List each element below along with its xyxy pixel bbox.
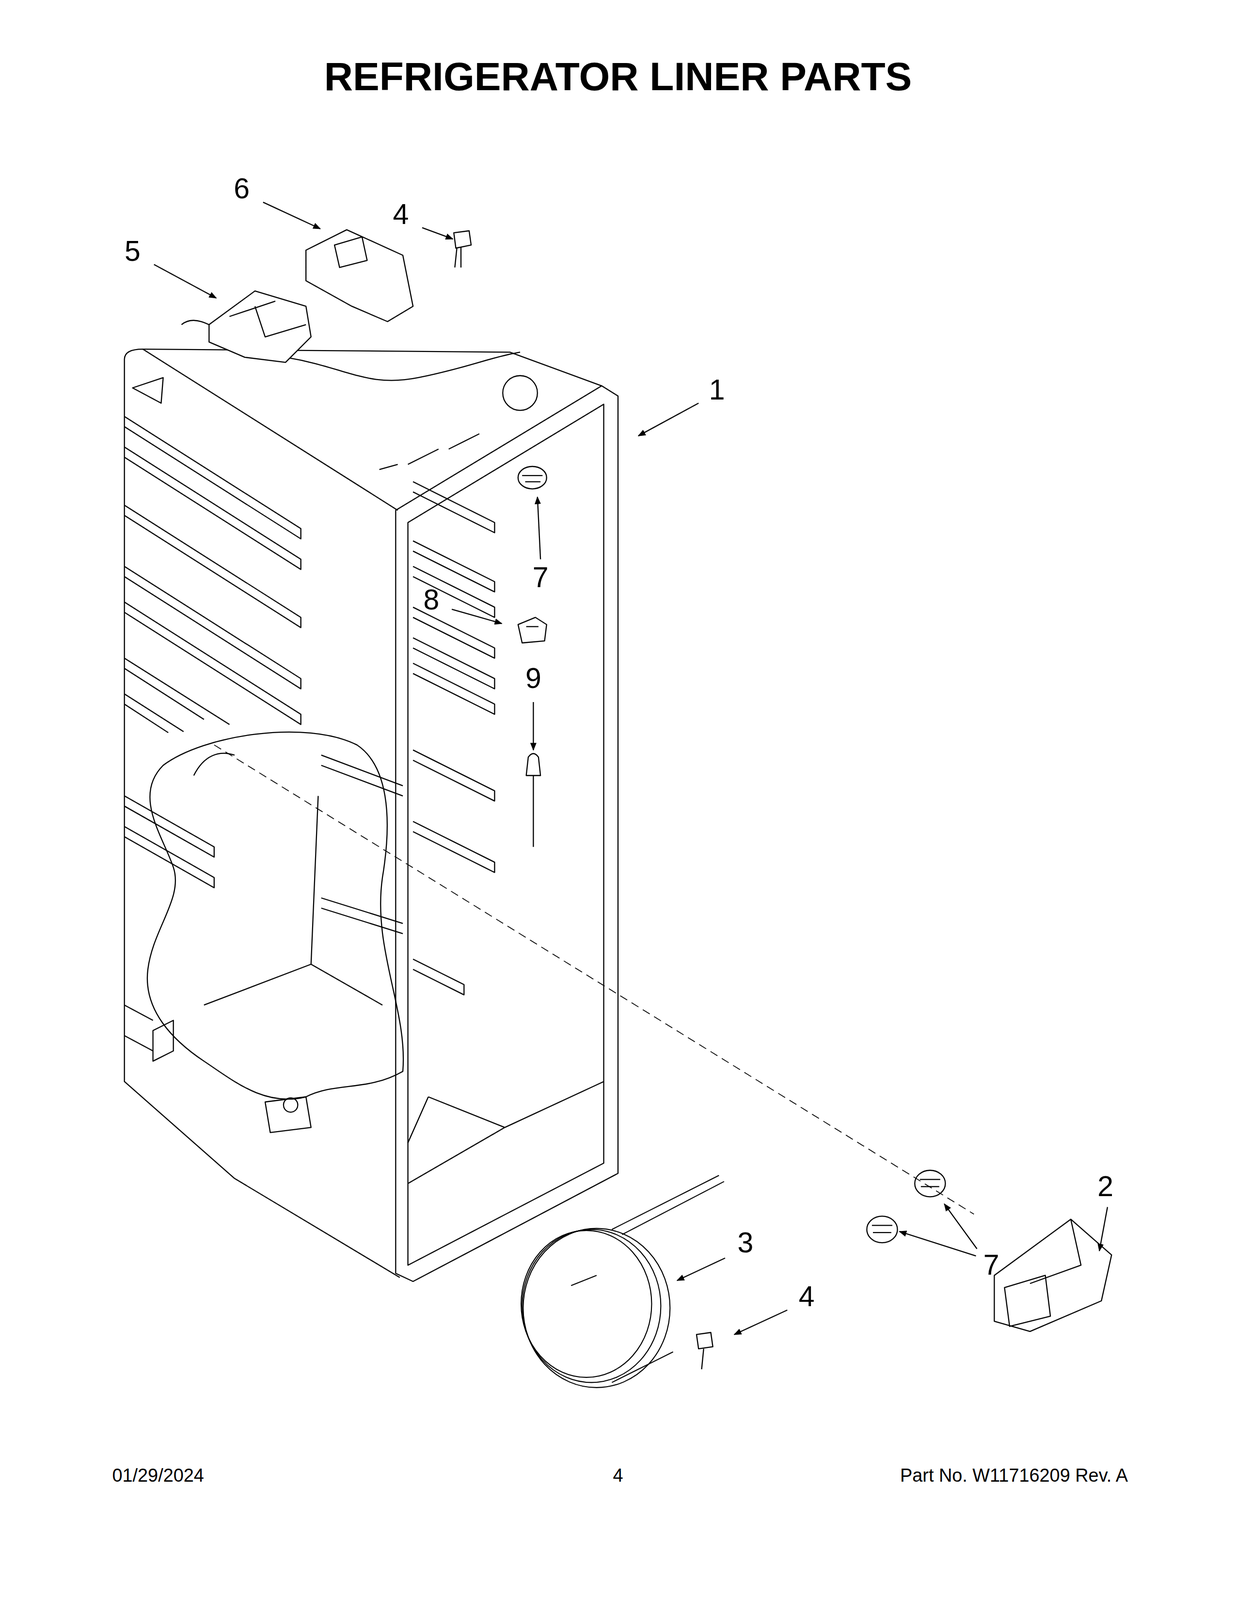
leader-line bbox=[638, 403, 699, 436]
callout-number: 5 bbox=[124, 235, 141, 267]
leader-line bbox=[451, 609, 502, 624]
leader-line bbox=[154, 264, 217, 298]
lower-detail bbox=[153, 1019, 312, 1132]
leader-line bbox=[734, 1309, 788, 1334]
liner-outline bbox=[142, 348, 398, 510]
housing bbox=[994, 1219, 1112, 1332]
callout-number: 7 bbox=[983, 1249, 1000, 1281]
knob bbox=[866, 1215, 898, 1243]
screw bbox=[696, 1331, 714, 1369]
top-hole bbox=[502, 375, 538, 411]
leader-line bbox=[263, 202, 321, 229]
callout-number: 3 bbox=[737, 1226, 754, 1258]
liner-outline bbox=[124, 359, 400, 1278]
leader-line bbox=[1099, 1206, 1108, 1251]
liner-outline bbox=[124, 348, 603, 386]
sensor bbox=[526, 753, 541, 847]
liner-body bbox=[124, 320, 618, 1282]
leader-line bbox=[532, 701, 534, 750]
loose-parts bbox=[208, 229, 1112, 1369]
leader-line bbox=[899, 1231, 977, 1256]
top-detail bbox=[132, 377, 480, 470]
callout-number: 7 bbox=[532, 561, 549, 593]
leader-lines bbox=[154, 202, 1108, 1334]
footer-date: 01/29/2024 bbox=[111, 1465, 204, 1487]
knob bbox=[914, 1170, 946, 1197]
callout-number: 6 bbox=[233, 173, 250, 205]
right-rails bbox=[321, 481, 495, 995]
leader-line bbox=[422, 227, 453, 239]
callout-number: 4 bbox=[798, 1280, 815, 1313]
wall-cutaway bbox=[147, 731, 404, 1099]
knob bbox=[518, 466, 547, 489]
front-frame bbox=[408, 404, 604, 1266]
callout-number: 4 bbox=[392, 198, 409, 230]
callout-number: 2 bbox=[1097, 1170, 1114, 1202]
knob-detail bbox=[919, 1179, 941, 1187]
leader-line bbox=[537, 496, 541, 559]
water-tube-coil bbox=[521, 1174, 725, 1388]
lower-hole bbox=[283, 1097, 298, 1112]
dashed-alignment-line bbox=[214, 744, 974, 1214]
page-number: 4 bbox=[612, 1465, 623, 1487]
knob-detail bbox=[522, 475, 543, 482]
callout-number: 1 bbox=[709, 373, 726, 406]
left-rails bbox=[124, 416, 302, 1051]
callout-number: 9 bbox=[525, 662, 542, 695]
leader-line bbox=[944, 1203, 977, 1249]
bracket bbox=[305, 229, 413, 322]
front-frame bbox=[395, 385, 618, 1282]
clip bbox=[518, 617, 547, 643]
knob-detail bbox=[871, 1224, 893, 1233]
diagram-title: REFRIGERATOR LINER PARTS bbox=[324, 54, 913, 99]
liner-floor bbox=[408, 1081, 604, 1184]
callout-number: 8 bbox=[423, 584, 440, 616]
screw bbox=[453, 230, 472, 268]
part-number: Part No. W11716209 Rev. A bbox=[900, 1465, 1128, 1487]
leader-line bbox=[677, 1257, 726, 1281]
control-module bbox=[208, 290, 311, 363]
